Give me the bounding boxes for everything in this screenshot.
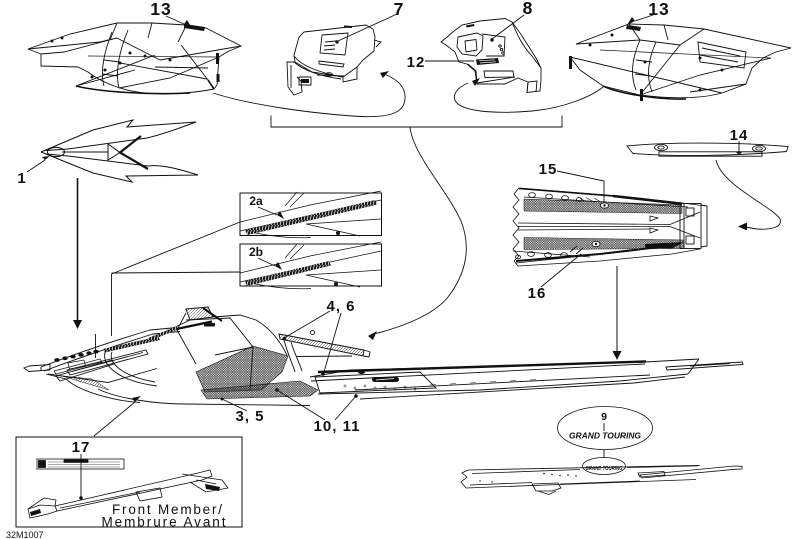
svg-text:4, 6: 4, 6 — [326, 298, 355, 315]
svg-text:3, 5: 3, 5 — [235, 408, 264, 425]
svg-text:2a: 2a — [249, 194, 263, 208]
svg-text:8: 8 — [523, 0, 534, 18]
svg-text:GRAND TOURING: GRAND TOURING — [586, 466, 624, 472]
svg-text:GRAND TOURING: GRAND TOURING — [569, 431, 641, 441]
svg-text:14: 14 — [730, 127, 749, 144]
svg-text:16: 16 — [528, 285, 547, 302]
svg-text:17: 17 — [72, 439, 91, 456]
svg-text:15: 15 — [539, 161, 558, 178]
svg-text:7: 7 — [394, 0, 405, 19]
svg-text:12: 12 — [407, 54, 426, 71]
svg-text:Front Member/: Front Member/ — [112, 502, 222, 517]
svg-text:13: 13 — [150, 0, 171, 19]
svg-text:Membrure Avant: Membrure Avant — [102, 515, 226, 530]
svg-text:32M1007: 32M1007 — [6, 530, 44, 539]
svg-text:9: 9 — [601, 411, 607, 423]
svg-text:2b: 2b — [249, 245, 263, 259]
svg-text:1: 1 — [17, 170, 26, 187]
svg-text:13: 13 — [648, 0, 669, 19]
svg-text:10, 11: 10, 11 — [314, 418, 361, 435]
